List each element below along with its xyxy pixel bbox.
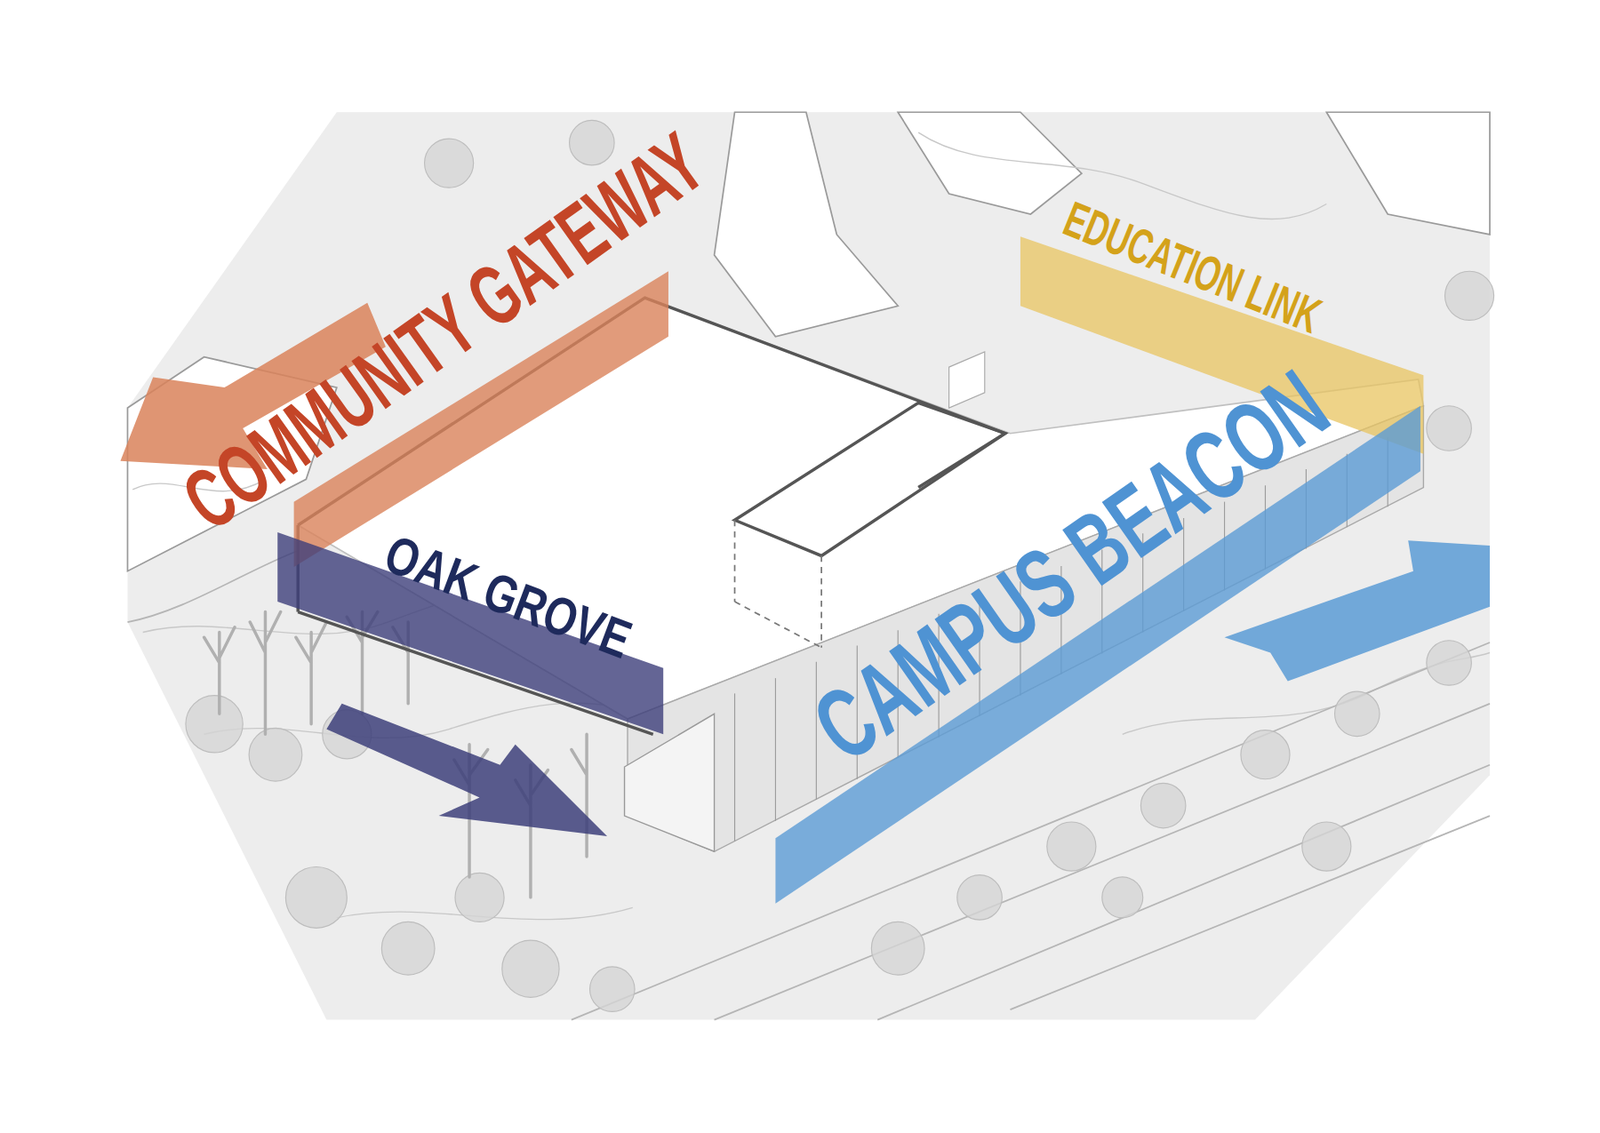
entry-pavilion — [624, 713, 715, 852]
massing-dashed — [735, 520, 823, 648]
tree-canopies — [185, 120, 1495, 1012]
grove-arrow — [326, 704, 608, 837]
site-ground — [127, 112, 1490, 1020]
beacon-arrow — [1224, 540, 1490, 681]
contour-lines — [132, 132, 1490, 920]
roof-plant — [949, 352, 985, 408]
